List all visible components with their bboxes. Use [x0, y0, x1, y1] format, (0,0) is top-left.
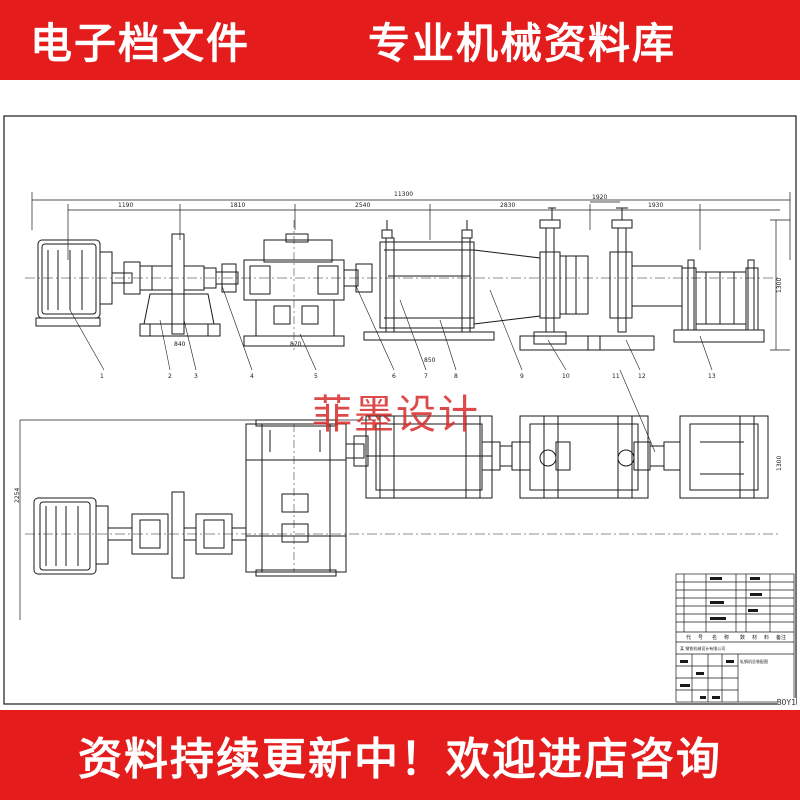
dim-base2: 870	[290, 341, 302, 348]
top-banner: 电子档文件 专业机械资料库	[0, 0, 800, 80]
title-block	[675, 573, 795, 703]
part-number-7: 7	[424, 373, 428, 380]
part-number-9: 9	[520, 373, 524, 380]
part-number-8: 8	[454, 373, 458, 380]
dim-seg6: 1930	[648, 202, 663, 209]
top-banner-right-text: 专业机械资料库	[368, 18, 677, 68]
engineering-drawing: 11300 1190 1810 2540 2830 1920 1930 840 …	[3, 115, 797, 705]
part-number-4: 4	[250, 373, 254, 380]
title-block-header-3: 名	[712, 634, 717, 641]
motor-front	[35, 239, 113, 327]
part-leaders	[69, 285, 713, 453]
title-block-header-4: 称	[724, 634, 729, 641]
part-number-11: 11	[612, 373, 620, 380]
dim-overall: 11300	[394, 191, 413, 198]
title-block-header-2: 号	[698, 635, 703, 641]
dim-seg5: 1920	[592, 194, 607, 201]
part-number-13: 13	[708, 373, 716, 380]
dim-base1: 840	[174, 341, 186, 348]
corner-code: BOY1	[776, 698, 796, 707]
dimension-lines-top	[31, 192, 791, 351]
upper-row-elevation	[35, 207, 765, 351]
part-number-1: 1	[100, 373, 104, 380]
watermark-text: 菲墨设计	[312, 392, 480, 438]
part-number-2: 2	[168, 373, 172, 380]
dim-height-lower: 1300	[776, 456, 783, 471]
part-number-12: 12	[638, 373, 646, 380]
dim-seg1: 1190	[118, 202, 133, 209]
dim-height-left: 2254	[14, 488, 21, 503]
bottom-banner-text: 资料持续更新中！欢迎进店咨询	[78, 734, 722, 785]
part-number-10: 10	[562, 373, 570, 380]
work-rolls-9	[473, 207, 601, 351]
title-block-subtitle: 某 钢铁机械设计有限公司	[680, 645, 725, 651]
top-banner-left-text: 电子档文件	[30, 18, 251, 68]
title-block-header-1: 代	[686, 634, 691, 641]
gear-reducer-5	[243, 220, 345, 350]
title-block-header-7: 料	[764, 634, 769, 641]
part-number-5: 5	[314, 373, 318, 380]
roll-stand-7	[363, 220, 495, 341]
roll-stand-12	[587, 207, 683, 351]
title-block-header-6: 材	[752, 634, 757, 641]
roll-stand-13	[673, 259, 765, 343]
dim-seg3: 2540	[355, 202, 370, 209]
part-number-6: 6	[392, 373, 396, 380]
bottom-banner: 资料持续更新中！欢迎进店咨询	[0, 710, 800, 800]
drawing-frame	[3, 115, 797, 705]
part-number-3: 3	[194, 373, 198, 380]
bearing-support-2	[139, 233, 221, 337]
dim-seg2: 1810	[230, 202, 245, 209]
title-block-title: 轧钢机总装配图	[740, 658, 768, 664]
dim-base3: 850	[424, 357, 436, 364]
title-block-header-8: 备注	[776, 634, 786, 641]
lower-row-plan	[19, 415, 780, 620]
dim-seg4: 2830	[500, 202, 515, 209]
dim-height-right: 1300	[776, 278, 783, 293]
title-block-header-5: 数	[740, 634, 745, 641]
